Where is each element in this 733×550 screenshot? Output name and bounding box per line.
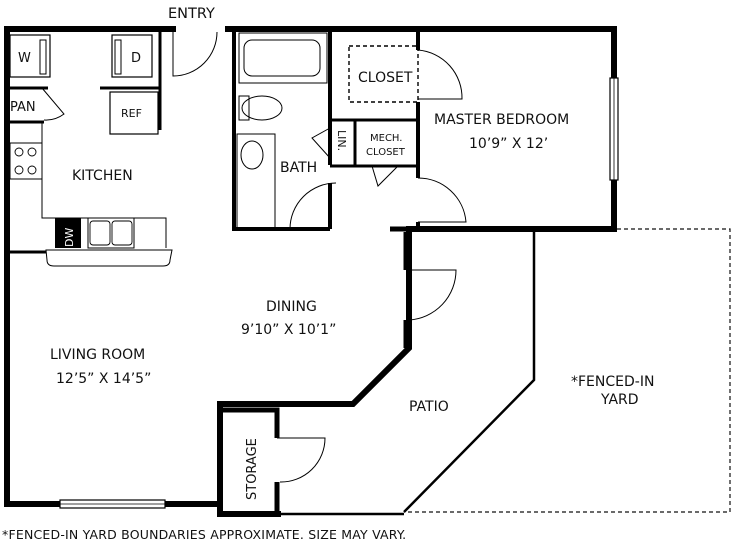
label-kitchen: KITCHEN [72, 168, 133, 184]
label-linen: LIN. [335, 130, 348, 151]
label-patio: PATIO [409, 399, 449, 415]
mech-closet-door-swing [371, 165, 399, 187]
dishwasher [55, 218, 81, 248]
label-dining: DINING [266, 299, 317, 315]
refrigerator [109, 91, 159, 135]
bedroom-door-swing [417, 177, 467, 223]
bathtub [238, 32, 328, 84]
bath-sink [240, 140, 264, 170]
label-living-room: LIVING ROOM [50, 347, 145, 363]
entry-door-swing [172, 29, 218, 77]
label-yard-2: YARD [600, 392, 639, 408]
label-mech-closet-1: MECH. [370, 133, 402, 144]
label-closet: CLOSET [358, 70, 413, 86]
label-mech-closet-2: CLOSET [366, 147, 406, 158]
storage-door-swing [277, 437, 326, 483]
label-refrigerator: REF [121, 107, 142, 120]
dryer [111, 34, 153, 78]
washer [9, 34, 51, 78]
label-bath: BATH [280, 160, 317, 176]
label-dishwasher: DW [63, 228, 76, 247]
label-master-bedroom-size: 10’9” X 12’ [469, 136, 548, 152]
linen-door-swing [311, 127, 331, 159]
fenced-yard-boundary [404, 228, 731, 513]
closet-door-swing [417, 49, 463, 100]
exterior-walls [4, 26, 617, 517]
label-master-bedroom: MASTER BEDROOM [434, 112, 569, 128]
label-dryer: D [131, 51, 141, 66]
bath-door-swing [300, 174, 330, 229]
label-dining-size: 9’10” X 10’1” [241, 322, 336, 338]
label-entry: ENTRY [168, 6, 215, 22]
label-storage: STORAGE [245, 438, 260, 500]
sink [87, 217, 135, 249]
pantry-door-swing [41, 87, 65, 121]
label-yard-1: *FENCED-IN [571, 374, 654, 390]
kitchen-bar-counter [45, 249, 173, 267]
patio-door-swing [406, 269, 457, 321]
label-washer: W [18, 51, 31, 66]
range [9, 142, 43, 180]
label-pantry: PAN [10, 100, 36, 115]
toilet [241, 95, 283, 121]
footnote: *FENCED-IN YARD BOUNDARIES APPROXIMATE. … [2, 527, 407, 542]
label-living-room-size: 12’5” X 14’5” [56, 371, 151, 387]
